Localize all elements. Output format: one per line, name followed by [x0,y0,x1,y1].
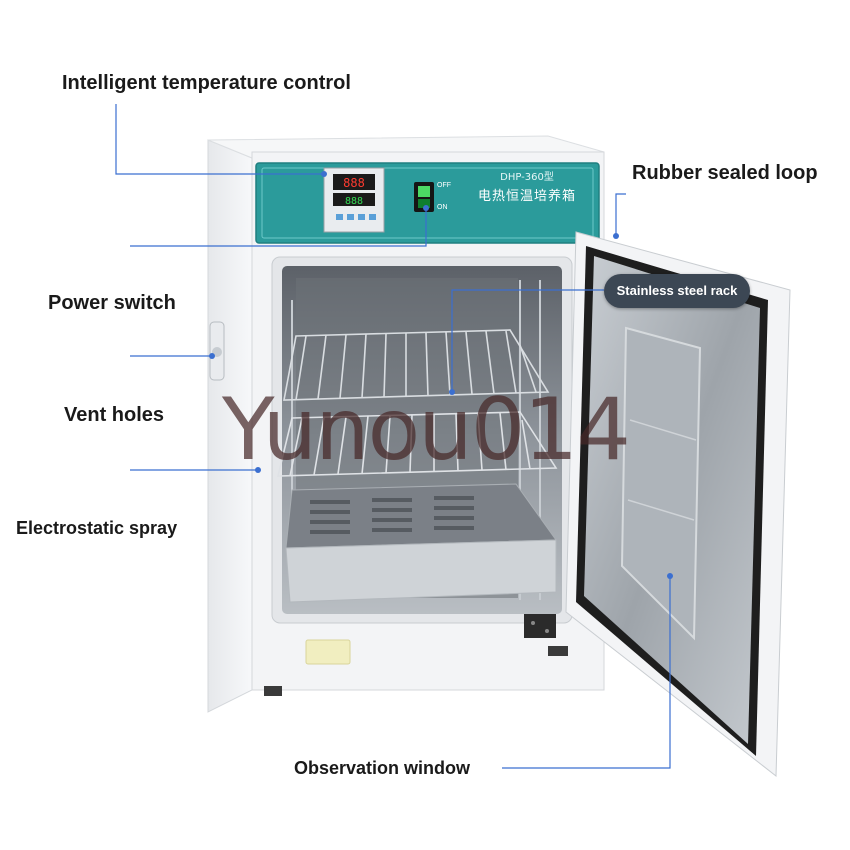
observation-window-glass [620,326,702,641]
foot-left [264,686,282,696]
door-hinge [524,614,556,638]
display-top: 888 [343,176,365,190]
power-switch: OFF ON [414,182,451,212]
foot-right [548,646,568,656]
watermark: Yunou014 [222,380,631,480]
upper-rack [283,329,550,401]
temperature-controller: 888 888 [323,167,385,233]
leader-lines [115,104,671,769]
label-stainless-steel-rack: Stainless steel rack [604,274,750,308]
product-name-cn: 电热恒温培养箱 [478,188,576,204]
leader-dots [209,171,673,579]
label-rubber-sealed-loop: Rubber sealed loop [632,162,818,184]
nameplate [305,639,351,665]
label-electrostatic-spray: Electrostatic spray [16,518,178,538]
model-number: DHP-360型 [500,170,554,183]
label-power-switch: Power switch [48,292,176,314]
lower-rack [276,411,558,477]
switch-on-label: ON [437,204,448,211]
switch-off-label: OFF [437,182,451,189]
open-door [565,231,791,778]
perforated-tray [285,483,557,603]
display-bottom: 888 [345,196,363,207]
label-vent-holes: Vent holes [64,404,165,426]
label-temperature-control: Intelligent temperature control [62,72,351,94]
label-observation-window: Observation window [294,758,471,778]
